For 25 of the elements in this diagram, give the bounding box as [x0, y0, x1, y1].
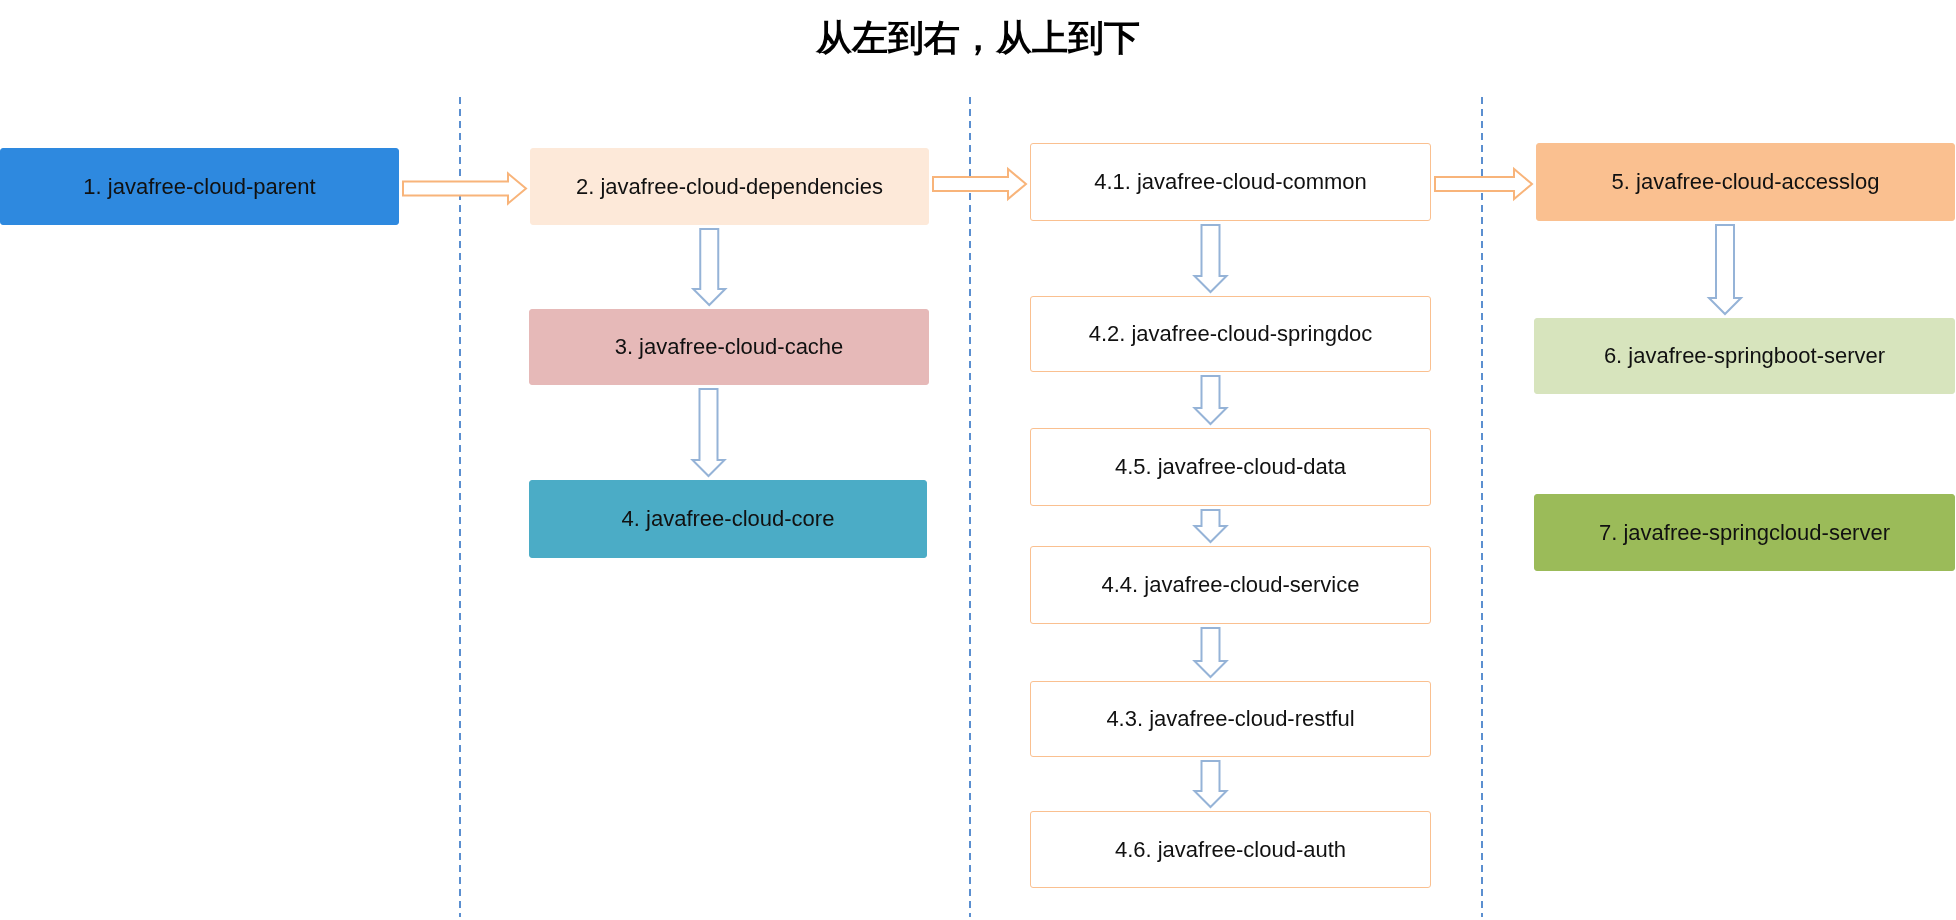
module-box: 4. javafree-cloud-core — [529, 480, 927, 558]
arrow — [690, 228, 728, 307]
arrow — [1192, 509, 1229, 544]
arrow — [1434, 166, 1534, 202]
arrow — [690, 388, 727, 478]
module-box: 3. javafree-cloud-cache — [529, 309, 929, 385]
module-box: 4.3. javafree-cloud-restful — [1030, 681, 1431, 757]
arrow — [1706, 224, 1744, 316]
module-box: 6. javafree-springboot-server — [1534, 318, 1955, 394]
module-box: 4.5. javafree-cloud-data — [1030, 428, 1431, 506]
module-box: 4.1. javafree-cloud-common — [1030, 143, 1431, 221]
module-box: 4.4. javafree-cloud-service — [1030, 546, 1431, 624]
arrow — [402, 171, 528, 206]
module-box: 5. javafree-cloud-accesslog — [1536, 143, 1955, 221]
module-box: 1. javafree-cloud-parent — [0, 148, 399, 225]
arrow — [1192, 375, 1229, 426]
module-box: 4.6. javafree-cloud-auth — [1030, 811, 1431, 888]
arrow — [1192, 760, 1229, 809]
module-box: 2. javafree-cloud-dependencies — [530, 148, 929, 225]
arrow — [1192, 224, 1229, 294]
arrow — [1192, 627, 1229, 679]
module-box: 4.2. javafree-cloud-springdoc — [1030, 296, 1431, 372]
module-box: 7. javafree-springcloud-server — [1534, 494, 1955, 571]
title: 从左到右，从上到下 — [815, 16, 1141, 60]
arrow — [932, 166, 1028, 202]
